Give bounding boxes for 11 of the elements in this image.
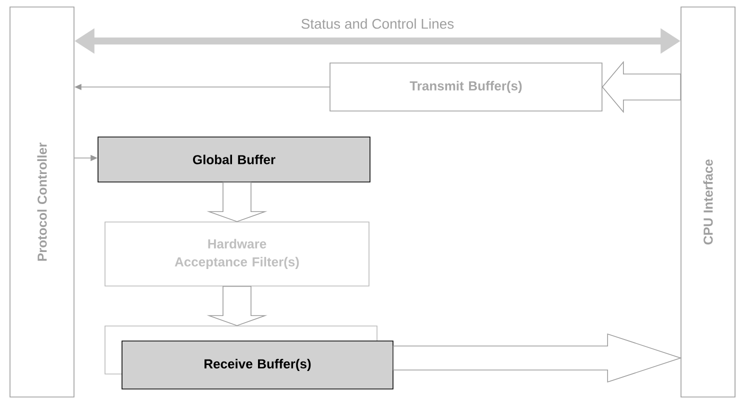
edge-label: Status and Control Lines bbox=[302, 18, 454, 29]
block-arrow bbox=[393, 333, 682, 383]
block-arrow bbox=[206, 286, 268, 326]
block-arrow bbox=[602, 60, 681, 114]
buffer-box: Receive Buffer(s) bbox=[122, 340, 394, 390]
buffer-box: Transmit Buffer(s) bbox=[330, 62, 602, 112]
side-panel: CPU Interface bbox=[680, 6, 736, 398]
filter-box: Hardware Acceptance Filter(s) bbox=[104, 222, 370, 286]
buffer-box: Global Buffer bbox=[98, 136, 370, 182]
side-panel: Protocol Controller bbox=[10, 6, 74, 398]
block-arrow bbox=[206, 182, 268, 222]
